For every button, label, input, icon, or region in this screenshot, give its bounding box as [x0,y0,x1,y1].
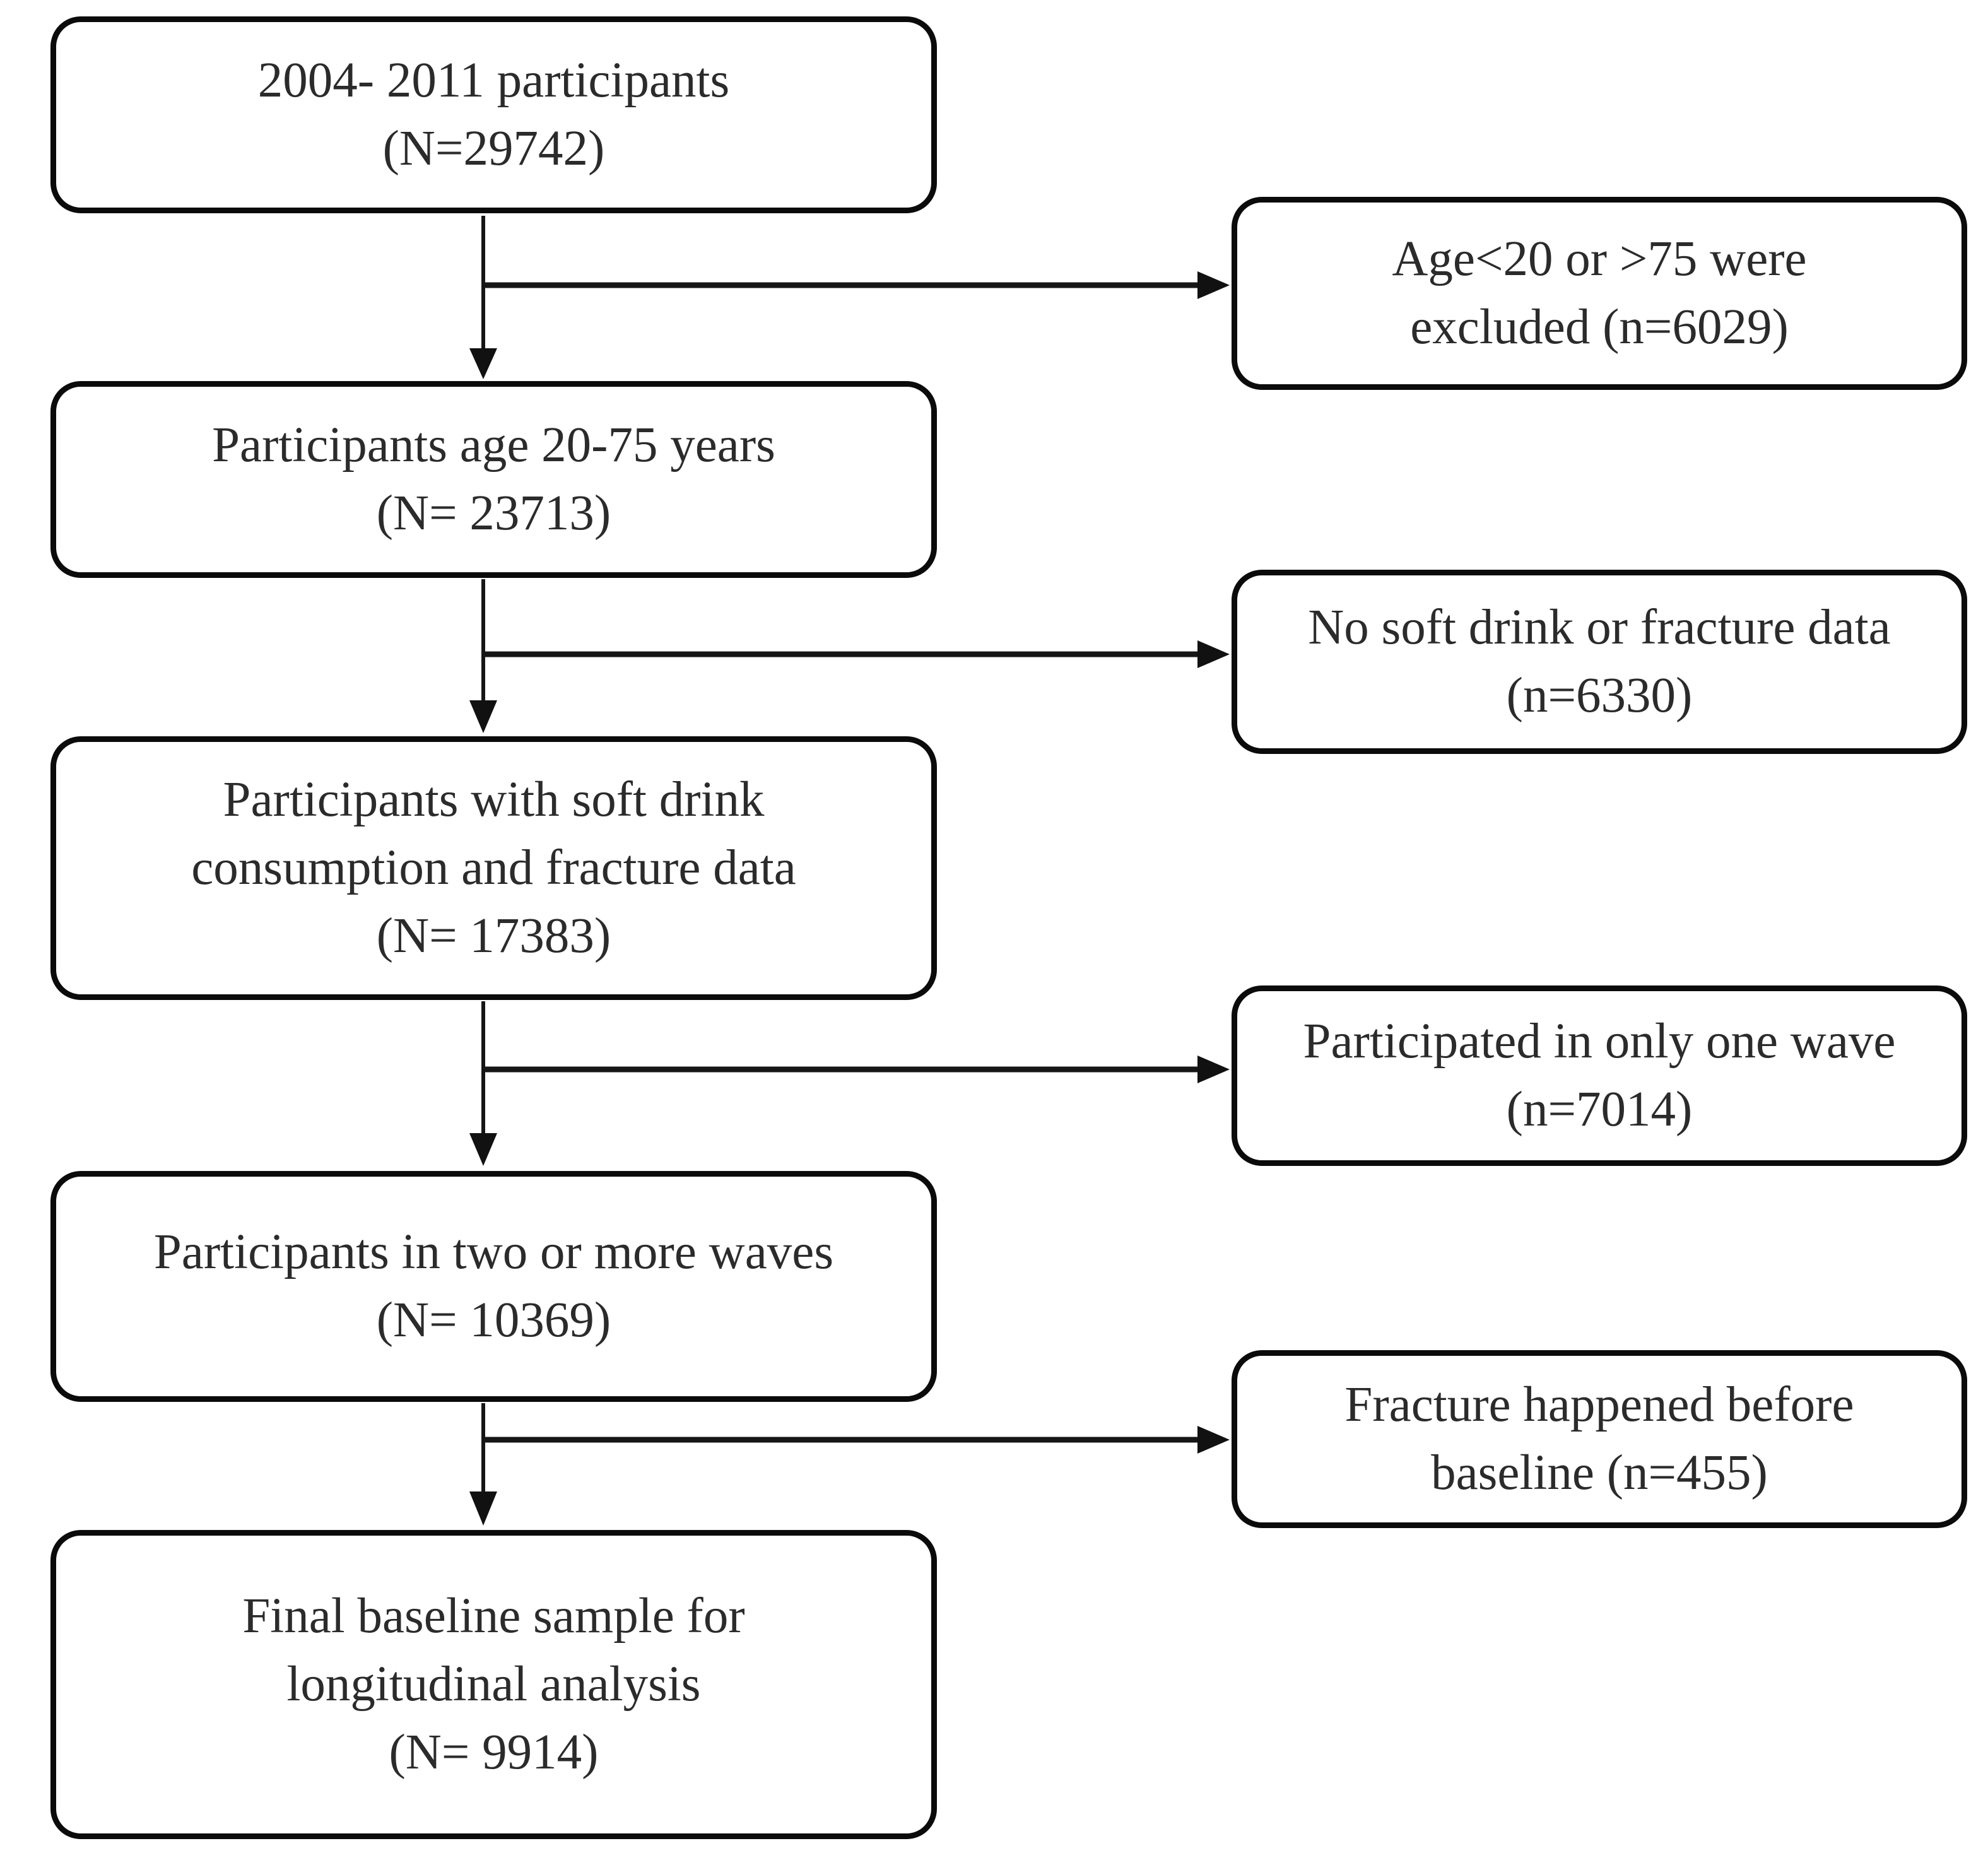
arrow-to-exclusion1 [483,271,1230,299]
arrow-to-exclusion4 [483,1426,1230,1454]
exclusion-2-count: (n=6330) [1506,668,1693,723]
step-2-count: (N= 23713) [376,486,611,541]
step-1-title: 2004- 2011 participants [257,53,730,108]
arrow-step2-to-step3 [469,579,497,733]
step-4-title: Participants in two or more waves [153,1225,834,1279]
step-1-count: (N=29742) [382,121,605,176]
arrow-step1-to-step2 [469,216,497,379]
step-box-4: Participants in two or more waves (N= 10… [50,1171,937,1402]
arrow-to-exclusion3 [483,1056,1230,1083]
step-3-title: Participants with soft drink [223,772,765,827]
arrow-head-down-icon [469,348,497,379]
arrow-head-down-icon [469,700,497,733]
exclusion-1-title: Age<20 or >75 were [1392,232,1807,286]
exclusion-3-count: (n=7014) [1506,1082,1693,1137]
exclusion-2-title: No soft drink or fracture data [1308,600,1891,655]
step-box-2: Participants age 20-75 years (N= 23713) [50,381,937,578]
arrow-head-down-icon [469,1133,497,1166]
arrow-to-exclusion2 [483,640,1230,668]
step-box-3: Participants with soft drink consumption… [50,736,937,1000]
step-4-count: (N= 10369) [376,1293,611,1348]
arrow-head-right-icon [1197,1426,1230,1454]
step-box-1: 2004- 2011 participants (N=29742) [50,16,937,213]
step-3-count: (N= 17383) [376,909,611,963]
exclusion-4-title: Fracture happened before [1344,1377,1854,1432]
exclusion-1-count: excluded (n=6029) [1410,300,1789,355]
arrow-head-right-icon [1197,271,1230,299]
arrow-step3-to-step4 [469,1001,497,1166]
step-3-title-2: consumption and fracture data [191,840,796,895]
step-box-5: Final baseline sample for longitudinal a… [50,1530,937,1839]
step-2-title: Participants age 20-75 years [212,418,775,473]
exclusion-4-count: baseline (n=455) [1431,1445,1768,1500]
exclusion-box-4: Fracture happened before baseline (n=455… [1232,1350,1967,1528]
arrow-head-down-icon [469,1491,497,1526]
exclusion-box-1: Age<20 or >75 were excluded (n=6029) [1232,197,1967,390]
exclusion-box-2: No soft drink or fracture data (n=6330) [1232,570,1967,754]
step-5-title: Final baseline sample for [242,1589,745,1644]
step-5-count: (N= 9914) [389,1725,599,1780]
arrow-step4-to-step5 [469,1403,497,1526]
exclusion-3-title: Participated in only one wave [1303,1014,1896,1069]
exclusion-box-3: Participated in only one wave (n=7014) [1232,985,1967,1166]
step-5-title-2: longitudinal analysis [286,1657,701,1712]
arrow-head-right-icon [1197,1056,1230,1083]
arrow-head-right-icon [1197,640,1230,668]
